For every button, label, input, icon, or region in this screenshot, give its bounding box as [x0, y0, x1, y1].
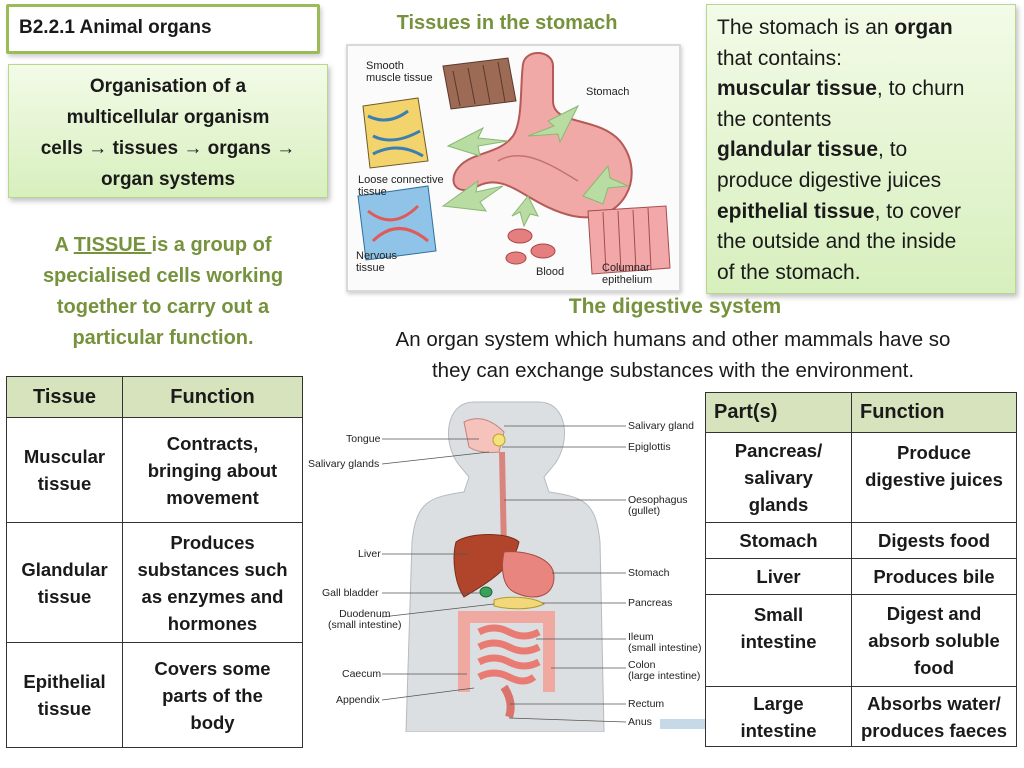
label-loose-connective: Loose connective tissue	[358, 174, 444, 198]
label-colon: Colon (large intestine)	[628, 659, 701, 682]
tissue-definition: A TISSUE is a group of specialised cells…	[8, 230, 318, 354]
flow-arrow-icon: →	[88, 138, 108, 159]
stomach-illustration	[357, 52, 671, 275]
stomach-organ-note: The stomach is an organ that contains: m…	[706, 4, 1016, 294]
flow-arrow-icon: →	[183, 138, 203, 159]
label-duodenum: Duodenum (small intestine)	[328, 608, 402, 631]
label-epiglottis: Epiglottis	[628, 441, 671, 453]
label-salivary-glands: Salivary glands	[308, 458, 380, 470]
organisation-line-4: organ systems	[100, 169, 236, 190]
label-appendix: Appendix	[336, 694, 380, 706]
gall-bladder-shape	[479, 586, 493, 598]
table-header-row: Part(s) Function	[705, 392, 1017, 433]
label-rectum: Rectum	[628, 698, 665, 710]
definition-line-2: specialised cells working	[42, 265, 284, 287]
organisation-flow: cells → tissues → organs →	[9, 133, 327, 164]
stomach-figure-title: Tissues in the stomach	[396, 12, 618, 34]
definition-line-4: particular function.	[72, 327, 254, 349]
function-cell: Absorbs water/produces faeces	[851, 686, 1017, 747]
label-stomach: Stomach	[586, 86, 630, 98]
definition-prefix: A	[54, 234, 74, 256]
label-tongue: Tongue	[346, 433, 381, 445]
salivary-gland-shape	[492, 433, 506, 447]
digestive-illustration	[381, 401, 627, 733]
stomach-tissues-figure: Smooth muscle tissue Stomach Loose conne…	[346, 44, 681, 292]
label-blood: Blood	[536, 266, 565, 278]
page-title: B2.2.1 Animal organs	[6, 4, 320, 54]
table-header-row: Tissue Function	[6, 376, 303, 418]
digestive-system-figure: Tongue Salivary glands Liver Gall bladde…	[304, 392, 704, 733]
definition-rest: is a group of	[151, 234, 272, 256]
pancreas-shape	[493, 596, 545, 610]
flow-organs: organs	[207, 138, 271, 159]
flow-arrow-icon: →	[276, 138, 296, 159]
tissue-arrows	[441, 104, 630, 228]
loose-connective-block	[362, 97, 429, 169]
leader-lines	[381, 425, 627, 723]
part-cell: Liver	[705, 558, 852, 595]
columnar-epithelium-block	[587, 205, 671, 275]
figure-edge-tab	[660, 719, 705, 729]
organisation-box: Organisation of a multicellular organism…	[8, 64, 328, 198]
label-stomach: Stomach	[628, 567, 670, 579]
stomach-shape	[501, 551, 555, 598]
label-anus: Anus	[628, 716, 652, 728]
label-liver: Liver	[358, 548, 381, 560]
digestive-system-description: An organ system which humans and other m…	[395, 328, 951, 382]
liver-shape	[453, 534, 520, 598]
definition-line-3: together to carry out a	[56, 296, 270, 318]
label-columnar: Columnar epithelium	[602, 262, 653, 286]
header-function: Function	[122, 376, 303, 418]
label-pancreas: Pancreas	[628, 597, 673, 609]
label-salivary-gland: Salivary gland	[628, 420, 694, 432]
flow-tissues: tissues	[112, 138, 179, 159]
label-nervous: Nervous tissue	[356, 250, 397, 274]
smooth-muscle-block	[442, 57, 517, 110]
header-tissue: Tissue	[6, 376, 123, 418]
table-row: Stomach Digests food	[705, 522, 1017, 559]
header-parts: Part(s)	[705, 392, 852, 433]
organisation-line-1: Organisation of a	[89, 76, 247, 97]
nervous-tissue-block	[357, 185, 437, 261]
label-caecum: Caecum	[342, 668, 382, 680]
rectum-shape	[500, 684, 515, 719]
table-row: Liver Produces bile	[705, 558, 1017, 595]
label-oesophagus: Oesophagus (gullet)	[628, 494, 688, 517]
tissue-term: TISSUE	[73, 234, 152, 256]
organisation-line-2: multicellular organism	[66, 107, 270, 128]
label-gall-bladder: Gall bladder	[322, 587, 379, 599]
blood-cells	[505, 228, 556, 265]
large-intestine-shape	[458, 611, 555, 692]
flow-cells: cells	[40, 138, 83, 159]
part-cell: Stomach	[705, 522, 852, 559]
small-intestine-shape	[477, 624, 541, 685]
label-smooth-muscle: Smooth muscle tissue	[366, 60, 433, 84]
function-cell: Produces bile	[851, 558, 1017, 595]
digestive-system-title: The digestive system	[568, 295, 782, 318]
header-function: Function	[851, 392, 1017, 433]
label-ileum: Ileum (small intestine)	[628, 631, 702, 654]
function-cell: Digests food	[851, 522, 1017, 559]
